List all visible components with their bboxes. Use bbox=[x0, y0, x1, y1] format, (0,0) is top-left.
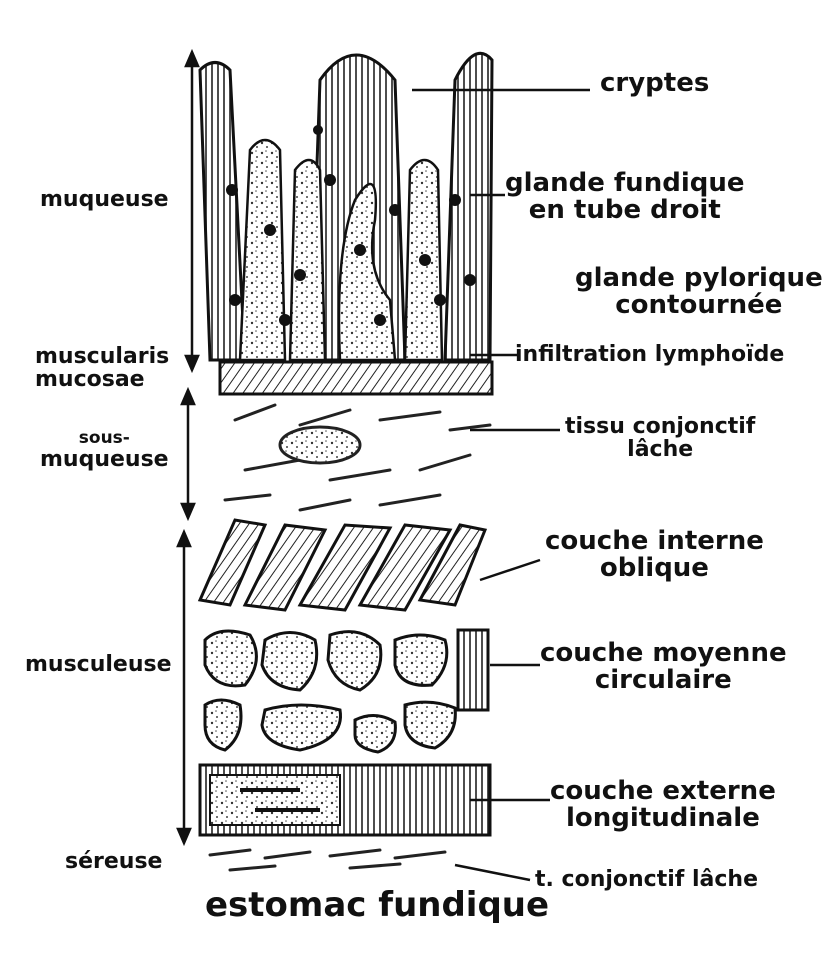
label-glande-fundique-line1: glande fundique bbox=[505, 170, 744, 197]
leader-t-conjonctif bbox=[455, 865, 530, 880]
diagram-title: estomac fundique bbox=[205, 888, 549, 924]
gland-fundic-tube-1 bbox=[240, 140, 285, 360]
label-musculeuse: musculeuse bbox=[25, 653, 172, 676]
label-sous-muqueuse-line2: muqueuse bbox=[40, 448, 169, 471]
submucosa-region bbox=[225, 405, 490, 510]
label-t-conjonctif: t. conjonctif lâche bbox=[535, 868, 758, 891]
label-glande-fundique-line2: en tube droit bbox=[505, 197, 744, 224]
label-glande-pylorique-line1: glande pylorique bbox=[575, 265, 823, 292]
label-sous-muqueuse: sous- muqueuse bbox=[40, 430, 169, 471]
gland-crypt-left bbox=[200, 63, 245, 361]
label-glande-pylorique: glande pylorique contournée bbox=[575, 265, 823, 320]
label-glande-pylorique-line2: contournée bbox=[575, 292, 823, 319]
mucosa-region bbox=[200, 53, 492, 360]
label-muscularis-line2: mucosae bbox=[35, 368, 169, 391]
label-couche-externe: couche externe longitudinale bbox=[550, 778, 776, 833]
label-couche-externe-line2: longitudinale bbox=[550, 805, 776, 832]
label-infiltration: infiltration lymphoïde bbox=[515, 343, 784, 366]
label-couche-interne: couche interne oblique bbox=[545, 528, 764, 583]
outer-longitudinal-layer bbox=[200, 765, 490, 835]
label-couche-interne-line2: oblique bbox=[545, 555, 764, 582]
label-glande-fundique: glande fundique en tube droit bbox=[505, 170, 744, 225]
label-cryptes: cryptes bbox=[600, 70, 709, 97]
label-couche-interne-line1: couche interne bbox=[545, 528, 764, 555]
leader-couche-interne bbox=[480, 560, 540, 580]
label-couche-moyenne-line2: circulaire bbox=[540, 667, 787, 694]
label-sereuse: séreuse bbox=[65, 850, 162, 873]
middle-circular-layer bbox=[205, 630, 488, 752]
gland-crypt-right bbox=[445, 53, 492, 360]
label-tissu-conjonctif: tissu conjonctif lâche bbox=[565, 415, 755, 461]
label-muscularis-line1: muscularis bbox=[35, 345, 169, 368]
serosa-region bbox=[210, 850, 445, 870]
layer-brackets bbox=[178, 52, 198, 843]
inner-oblique-layer bbox=[200, 520, 485, 610]
muscularis-mucosae-band bbox=[220, 362, 492, 394]
label-couche-moyenne: couche moyenne circulaire bbox=[540, 640, 787, 695]
label-muqueuse: muqueuse bbox=[40, 188, 169, 211]
gland-fundic-tube-2 bbox=[290, 160, 325, 360]
label-couche-moyenne-line1: couche moyenne bbox=[540, 640, 787, 667]
label-tissu-conjonctif-line1: tissu conjonctif bbox=[565, 415, 755, 438]
label-couche-externe-line1: couche externe bbox=[550, 778, 776, 805]
label-tissu-conjonctif-line2: lâche bbox=[565, 438, 755, 461]
label-muscularis-mucosae: muscularis mucosae bbox=[35, 345, 169, 391]
label-sous-muqueuse-line1: sous- bbox=[40, 430, 169, 448]
submucosa-vessel bbox=[280, 427, 360, 463]
